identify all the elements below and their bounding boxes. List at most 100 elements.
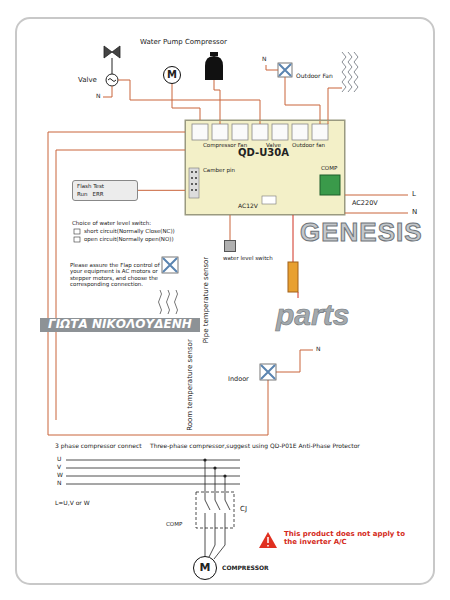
junction-dots (203, 458, 226, 477)
label-card (16, 18, 434, 584)
board-fill (185, 120, 345, 215)
relay (232, 124, 248, 140)
fan-blades (261, 365, 275, 379)
relay-row (192, 124, 328, 140)
node-text: Flash Test (77, 183, 133, 189)
header-body (189, 168, 199, 198)
connector (262, 196, 276, 204)
node-text: water level switch (223, 255, 273, 261)
sensor-label: Room temperature sensor (186, 339, 194, 431)
flap-blades (163, 258, 177, 272)
section-title: 3 phase compressor connect (55, 443, 142, 450)
note-text: Choice of water level switch: (72, 220, 151, 226)
note-text: Three-phase compressor,suggest using QD-… (150, 443, 360, 450)
warning-text: This product does not apply to the inver… (284, 530, 406, 546)
wire (214, 80, 220, 124)
heater-line (354, 52, 358, 92)
relay (212, 124, 228, 140)
water-level-switch: water level switch (224, 240, 236, 252)
pin (191, 183, 193, 185)
sensor-probe (159, 290, 162, 314)
voltage-label: AC220V (352, 200, 378, 207)
fan-symbol (278, 63, 292, 77)
phase-line (66, 460, 240, 484)
junction (213, 466, 216, 469)
warning-triangle (259, 532, 277, 548)
wire (345, 195, 408, 196)
tilde-mark (108, 79, 116, 82)
watermark: parts (276, 298, 349, 333)
relay-label: Outdoor fan (292, 142, 325, 148)
watermark: GENESIS (300, 218, 423, 248)
drop-line (205, 460, 225, 492)
pin (195, 189, 197, 191)
valve-symbol (104, 46, 120, 58)
wire (285, 77, 320, 124)
wire (266, 65, 278, 70)
relay (192, 124, 208, 140)
relay-label: Valve (266, 142, 281, 148)
part-label: Outdoor Fan (296, 73, 333, 80)
sensor-probes (159, 290, 178, 314)
node-text: Run (77, 191, 88, 197)
wire-connector (230, 215, 231, 240)
node-text: QD-U30A (238, 147, 289, 159)
valve-stem (112, 58, 113, 74)
fan-blades (279, 64, 291, 76)
terminal-block (320, 175, 340, 195)
phase-label: U (57, 456, 61, 463)
option-text: short circuit(Normally Close(NC)) (84, 228, 175, 234)
relay (252, 124, 268, 140)
wire (103, 86, 112, 97)
phase-label: N (57, 480, 62, 487)
motor-lead (205, 528, 225, 559)
node-text: ERR (93, 191, 104, 197)
contactor (196, 492, 234, 528)
pin (195, 183, 197, 185)
relay (292, 124, 308, 140)
sensor-label: Pipe temperature sensor (202, 257, 210, 343)
compressor-motor: MCOMPRESSOR (193, 556, 217, 580)
voltage-label: AC12V (238, 203, 258, 210)
warning-mark (267, 537, 269, 547)
switch-no-symbol (74, 237, 80, 242)
wire-connector (172, 84, 200, 120)
pin (191, 189, 193, 191)
pin (191, 171, 193, 173)
junction (223, 474, 226, 477)
relay-label: Compressor Fan (203, 142, 247, 148)
pin-header-label: Camber pin (203, 167, 235, 173)
neutral-label: N (412, 208, 417, 216)
relay (312, 124, 328, 140)
wire (328, 88, 342, 124)
note-text: Please assure the Flap control of your e… (70, 262, 160, 287)
part-label: COMP (166, 521, 182, 527)
pin-header (189, 168, 199, 198)
watermark-band: ΓΙΩΤΑ ΝΙΚΟΛΟΥΔΕΝΗ (40, 318, 200, 332)
node-text: Camber pin (203, 167, 235, 173)
valve-coil (106, 74, 118, 86)
flap-motor-symbol (162, 257, 178, 273)
heater-line (342, 52, 346, 92)
pin (195, 177, 197, 179)
note-text: L=U,V or W (55, 500, 90, 507)
heater-symbol (342, 52, 358, 92)
node-text: COMPRESSOR (222, 565, 269, 572)
phase-label: W (57, 472, 63, 479)
wire (56, 150, 185, 420)
node-text: M (200, 562, 211, 575)
switch-nc-symbol (74, 229, 80, 234)
neutral-label: N (96, 93, 101, 100)
wire (345, 213, 408, 214)
wire (276, 350, 313, 372)
terminal-label: COMP (321, 165, 337, 171)
phase-label: V (57, 464, 61, 471)
receiver-display: Flash TestRun ERR (72, 180, 138, 201)
node-text: M (167, 69, 177, 81)
pin (195, 171, 197, 173)
option-text: open circuit(Normally open(NO)) (84, 236, 174, 242)
relay (272, 124, 288, 140)
pin (191, 177, 193, 179)
